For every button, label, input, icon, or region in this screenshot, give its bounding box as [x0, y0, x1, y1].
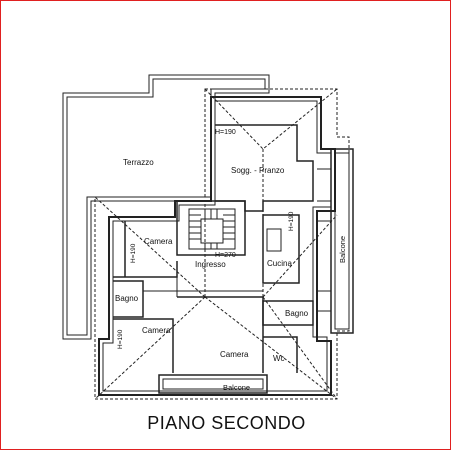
label-wc: Wc — [273, 354, 285, 363]
label-balcone-south: Balcone — [223, 383, 250, 392]
label-cucina: Cucina — [267, 259, 292, 268]
label-terrazzo: Terrazzo — [123, 158, 154, 167]
label-soggiorno: Sogg. - Pranzo — [231, 166, 285, 175]
height-camera-nw: H=190 — [130, 243, 137, 263]
terrace-outline — [62, 74, 270, 340]
label-camera-sw: Camera — [142, 326, 171, 335]
height-soggiorno: H=190 — [215, 129, 236, 136]
south-balcony-inner — [162, 378, 264, 390]
plan-title: PIANO SECONDO — [147, 413, 306, 433]
camera-nw-walls — [113, 221, 178, 278]
south-balcony — [158, 374, 268, 394]
label-bagno-east: Bagno — [285, 309, 309, 318]
height-camera-sw: H=190 — [117, 329, 124, 349]
dashed-perimeter — [94, 88, 350, 400]
east-balcony — [330, 148, 354, 334]
east-steps — [317, 152, 331, 312]
label-camera-s: Camera — [220, 350, 249, 359]
east-balcony-inner — [334, 152, 350, 330]
roof-ridges — [94, 88, 338, 400]
kitchen-counter — [266, 228, 282, 252]
label-bagno-west: Bagno — [115, 294, 139, 303]
height-cucina: H=190 — [288, 211, 295, 231]
stair-core — [176, 200, 246, 256]
hallway — [143, 277, 263, 297]
camera-sw-walls — [113, 318, 174, 373]
height-ingresso: H=270 — [215, 252, 236, 259]
stair-core-mid — [188, 208, 236, 250]
label-camera-nw: Camera — [144, 237, 173, 246]
bagno-west-walls — [113, 280, 144, 318]
label-ingresso: Ingresso — [195, 260, 226, 269]
stair-core-inner — [200, 218, 224, 244]
label-balcone-east: Balcone — [338, 236, 347, 263]
